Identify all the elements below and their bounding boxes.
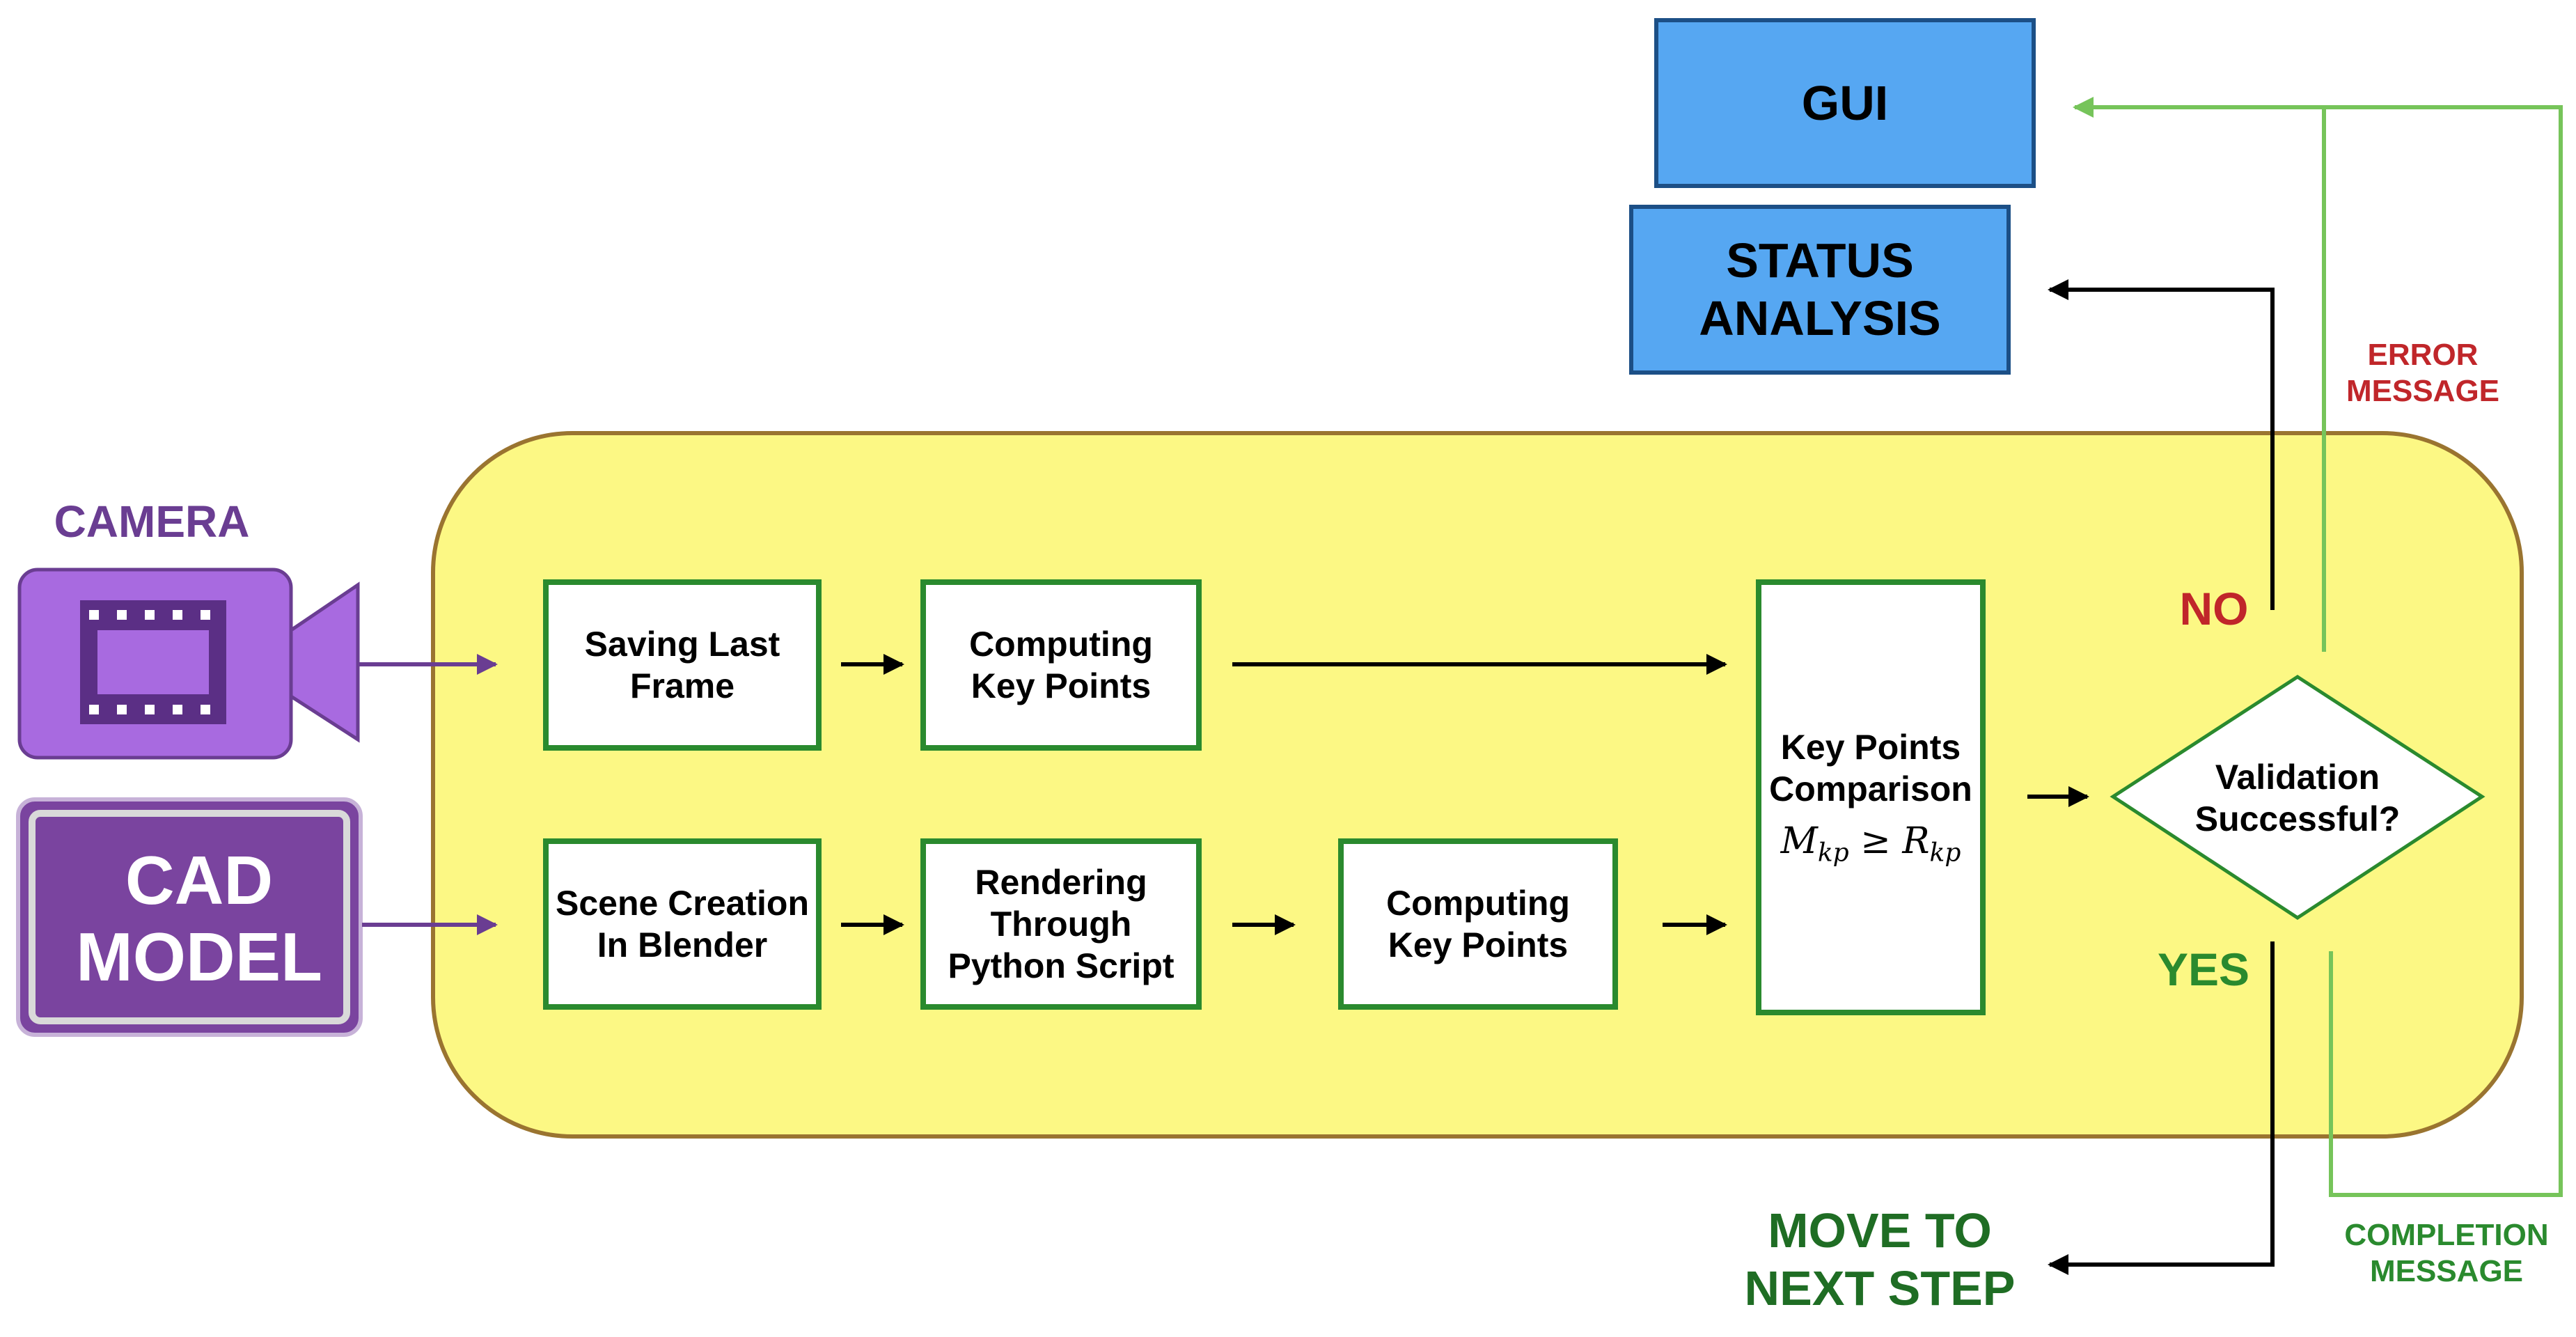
completion-message-label: COMPLETION MESSAGE: [2344, 1218, 2549, 1288]
yes-label: YES: [2157, 944, 2250, 995]
move-to-next-step-label: MOVE TO NEXT STEP: [1744, 1203, 2016, 1315]
no-path-line: [2048, 279, 2275, 610]
computing-key-points-bottom-box: Computing Key Points: [1338, 838, 1618, 1010]
decision-label: Validation Successful?: [2194, 758, 2401, 838]
comparison-label: Key Points Comparison: [1769, 728, 1972, 809]
camera-label: CAMERA: [54, 497, 250, 547]
formula-m-sub: kp: [1817, 838, 1849, 868]
rendering-box: Rendering Through Python Script: [920, 838, 1202, 1010]
gui-box: GUI: [1654, 18, 2036, 188]
cad-model-label: CAD MODEL: [76, 842, 322, 995]
cad-model-block: [16, 797, 363, 1037]
formula-m: M: [1780, 820, 1818, 863]
error-message-label: ERROR MESSAGE: [2346, 338, 2500, 408]
decision-diamond: [2110, 675, 2485, 920]
camera-icon: [17, 568, 360, 760]
no-label: NO: [2179, 583, 2249, 634]
yes-path-line: [2048, 941, 2275, 1275]
computing-key-points-top-box: Computing Key Points: [920, 579, 1202, 751]
key-points-comparison-box: Key Points Comparison Mkp ≥ Rkp: [1756, 579, 1986, 1015]
formula-ge: ≥: [1860, 820, 1891, 863]
scene-creation-box: Scene Creation In Blender: [543, 838, 822, 1010]
saving-last-frame-box: Saving Last Frame: [543, 579, 822, 751]
comparison-formula: Mkp ≥ Rkp: [1781, 820, 1961, 868]
completion-message-line: [2073, 97, 2563, 1197]
formula-r: R: [1902, 820, 1930, 863]
status-analysis-box: STATUS ANALYSIS: [1629, 205, 2011, 375]
formula-r-sub: kp: [1929, 838, 1961, 868]
